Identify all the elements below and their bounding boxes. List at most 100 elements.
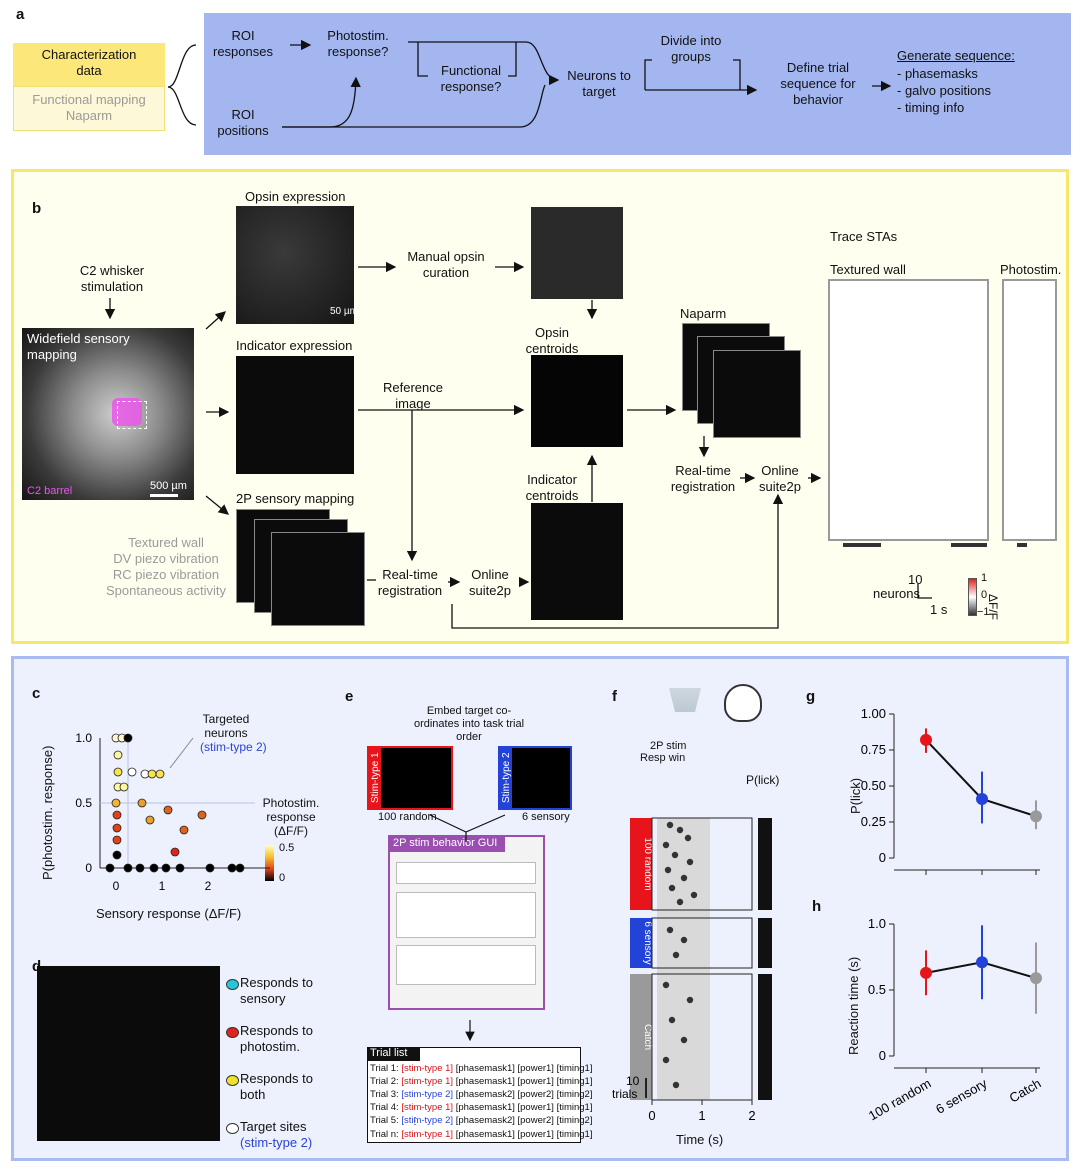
c-point-13 (112, 823, 122, 833)
c-xtick-2: 2 (205, 879, 212, 893)
panel-f-letter: f (612, 688, 617, 705)
legend-label-0: Responds to sensory (240, 975, 313, 1006)
generate-item-phasemasks: - phasemasks (897, 66, 978, 81)
panel-h-letter: h (812, 898, 822, 915)
functional-mapping-label: Functional mapping (32, 92, 146, 107)
legend-swatch-2 (226, 1075, 239, 1086)
chart-1-category-1: 6 sensory (933, 1075, 990, 1116)
f-response-window (657, 818, 710, 1100)
trial-row-0: Trial 1: [stim-type 1] [phasemask1] [pow… (370, 1063, 592, 1074)
trial-stim-type: [stim-type 1] (401, 1129, 454, 1140)
f-lick-4 (671, 851, 679, 859)
panel-c-letter: c (32, 685, 41, 702)
photostim-heatmap (1002, 279, 1057, 541)
panel-d-map (37, 966, 220, 1141)
gui-title: 2P stim behavior GUI (390, 837, 505, 852)
trial-list-title: Trial list (367, 1047, 420, 1061)
legend-label-1: Responds to photostim. (240, 1023, 313, 1054)
trial-stim-type: [stim-type 2] (401, 1115, 454, 1126)
plick-label: P(lick) (746, 773, 780, 787)
chart-1-point-2 (1030, 972, 1042, 985)
stim-bar-3 (1017, 543, 1027, 547)
f-scale-unit: trials (612, 1087, 637, 1101)
chart-1-category-0: 100 random (866, 1076, 934, 1124)
chart-1-category-2: Catch (1007, 1076, 1044, 1106)
f-lick-3 (662, 841, 670, 849)
f-lick-14 (662, 981, 670, 989)
stim-bar-2 (951, 543, 987, 547)
naparm-title: Naparm (680, 306, 727, 321)
stim-textured-wall: Textured wall (128, 535, 204, 550)
panel-e-letter: e (345, 688, 354, 705)
stim-type-1-tab (367, 746, 381, 810)
f-lick-0 (666, 821, 674, 829)
f-group-frame-0 (651, 817, 753, 911)
functional-mapping-box: Functional mapping Naparm (13, 86, 165, 131)
c-point-17 (145, 815, 155, 825)
f-xtick-2: 2 (748, 1108, 755, 1123)
f-plick-bar-2 (758, 974, 772, 1100)
panel-b-letter: b (32, 200, 42, 217)
legend-sublabel-3: (stim-type 2) (240, 1135, 313, 1150)
trial-prefix: Trial 1: (370, 1063, 402, 1074)
indicator-expression-title: Indicator expression (236, 338, 353, 353)
stim-bar-1 (843, 543, 881, 547)
panel-c-colorbar (265, 845, 274, 881)
c-targeted-arrow (169, 737, 194, 769)
colorbar (968, 578, 977, 616)
trial-list-box (367, 1047, 581, 1143)
indicator-centroids-label: Indicator centroids (525, 472, 579, 503)
photostim-response-question: Photostim. response? (327, 28, 389, 59)
c-point-15 (112, 850, 122, 860)
trial-prefix: Trial 3: (370, 1089, 402, 1100)
characterization-data-box: Characterization data (13, 43, 165, 86)
f-lick-11 (666, 926, 674, 934)
c-point-19 (170, 847, 180, 857)
panel-a-background (204, 13, 1071, 155)
trial-row-n: Trial n: [stim-type 1] [phasemask1] [pow… (370, 1129, 592, 1140)
c-point-10 (155, 769, 165, 779)
trace-stas-title: Trace STAs (830, 229, 898, 244)
panel-a-letter: a (16, 6, 25, 23)
c-point-14 (112, 835, 122, 845)
legend-swatch-3 (226, 1123, 239, 1134)
trial-params: [phasemask1] [power1] [timing1] (453, 1102, 593, 1113)
stim-spontaneous: Spontaneous activity (106, 583, 226, 598)
f-lick-16 (668, 1016, 676, 1024)
roi-positions-label: ROI positions (217, 107, 269, 138)
c-point-26 (175, 863, 185, 873)
cbar-mid: 0 (981, 589, 988, 601)
stim-list: Textured wall DV piezo vibration RC piez… (96, 535, 236, 599)
scale-neurons-label: neurons (873, 586, 920, 601)
define-trial-label: Define trial sequence for behavior (780, 60, 856, 107)
panel-d-letter: d (32, 958, 41, 975)
c-point-12 (112, 810, 122, 820)
chart-1-ytick-0: 0 (879, 1048, 886, 1063)
f-group-label-1: 6 sensory (642, 921, 653, 964)
f-lick-15 (686, 996, 694, 1004)
f-scale-value: 10 (626, 1074, 640, 1088)
naparm-stack-3 (713, 350, 801, 438)
c-point-18 (179, 825, 189, 835)
panel-a-arrows (167, 39, 892, 128)
chart-1-ytick-2: 1.0 (868, 916, 886, 931)
trial-row-3: Trial 4: [stim-type 1] [phasemask1] [pow… (370, 1102, 592, 1113)
laser-icon (669, 688, 701, 712)
panel-c-xlabel: Sensory response (ΔF/F) (96, 906, 242, 921)
c-xtick-0: 0 (113, 879, 120, 893)
f-plick-bar-1 (758, 918, 772, 968)
indicator-centroid-map (531, 503, 623, 620)
trial-stim-type: [stim-type 1] (401, 1063, 454, 1074)
scale-neurons-value: 10 (908, 572, 923, 587)
f-xtick-0: 0 (648, 1108, 655, 1123)
panel-b-arrows (104, 261, 932, 629)
characterization-data-label: Characterization data (41, 47, 137, 78)
c-point-20 (197, 810, 207, 820)
random-label: 100 random (378, 811, 437, 823)
legend-label-3: Target sites (240, 1119, 307, 1134)
mouse-head-icon (724, 684, 762, 722)
reference-image-label: Reference image (383, 380, 443, 411)
trial-row-4: Trial 5: [stim-type 2] [phasemask2] [pow… (370, 1115, 592, 1126)
